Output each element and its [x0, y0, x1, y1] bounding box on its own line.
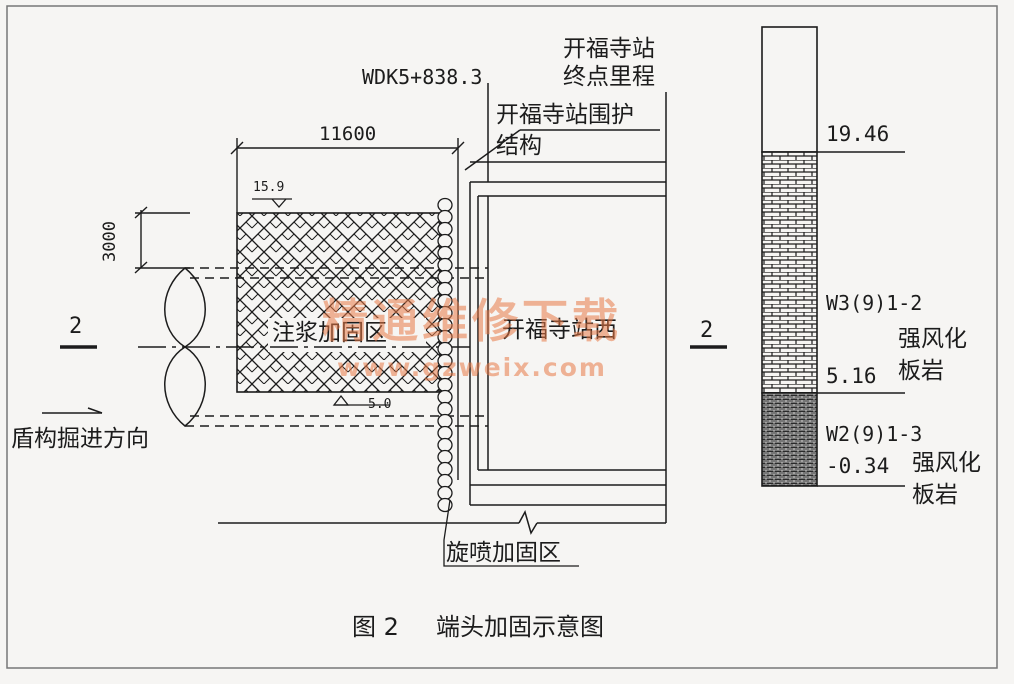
dimension-11600-label: 11600: [319, 123, 377, 145]
station-end-mileage-line1: 开福寺站: [563, 36, 655, 62]
retaining-structure-line2: 结构: [496, 133, 542, 159]
elevation-marker-top: [252, 198, 292, 208]
geology-layer1-name-line2: 板岩: [898, 358, 944, 384]
ground-line: [218, 510, 666, 535]
dimension-3000: [134, 206, 190, 274]
jet-grout-pile: [437, 473, 453, 489]
jet-grout-pile: [437, 209, 453, 225]
jet-grout-pile: [437, 425, 453, 441]
geology-layer1-bottom: 5.16: [826, 364, 877, 388]
jet-grout-pile: [437, 233, 453, 249]
jet-grout-pile: [437, 221, 453, 237]
geology-layer2-name-line1: 强风化: [912, 450, 981, 476]
jet-grout-label: 旋喷加固区: [446, 540, 561, 566]
elevation-marker-bottom: [332, 394, 390, 406]
bottom-elevation-label: 5.0: [368, 397, 392, 412]
jet-grout-pile: [437, 437, 453, 453]
jet-grout-pile: [437, 413, 453, 429]
retaining-structure-line1: 开福寺站围护: [496, 102, 634, 128]
geology-layer2-bottom: -0.34: [826, 454, 890, 478]
station-mileage: WDK5+838.3: [362, 65, 483, 89]
station-structure: [464, 83, 667, 523]
dimension-3000-label: 3000: [100, 221, 120, 262]
geology-layer2-name-line2: 板岩: [912, 482, 958, 508]
jet-grout-pile: [437, 245, 453, 261]
jet-grout-pile: [437, 269, 453, 285]
jet-grout-pile: [437, 461, 453, 477]
page-frame: [6, 5, 998, 669]
jet-grout-pile: [437, 389, 453, 405]
section-mark-right: 2: [700, 318, 714, 343]
jet-grout-pile: [437, 197, 453, 213]
jet-grout-pile-column: [437, 197, 453, 513]
figure-number: 图 2: [352, 613, 399, 641]
watermark-url: www.gzweix.com: [337, 353, 607, 382]
section-mark-left: 2: [69, 314, 83, 339]
watermark-title: 精通维修下载: [322, 294, 622, 348]
station-end-mileage-line2: 终点里程: [563, 64, 655, 90]
grout-zone-hatch: [236, 212, 441, 393]
geology-layer1-code: W3(9)1-2: [826, 291, 923, 315]
tunnel-direction-label: 盾构掘进方向: [11, 426, 149, 452]
geology-layer1-name-line1: 强风化: [898, 326, 967, 352]
jet-grout-pile: [437, 401, 453, 417]
geology-layer2-code: W2(9)1-3: [826, 422, 923, 446]
jet-grout-pile: [437, 257, 453, 273]
geology-top-elevation: 19.46: [826, 122, 890, 146]
top-elevation-label: 15.9: [253, 180, 285, 195]
station-west-label: 开福寺站西: [502, 317, 617, 343]
grout-zone-label: 注浆加固区: [272, 320, 387, 346]
figure-title: 端头加固示意图: [436, 613, 604, 641]
jet-grout-pile: [437, 485, 453, 501]
dimension-11600: [230, 138, 465, 480]
jet-grout-leader: [443, 499, 579, 567]
geology-column: [761, 26, 905, 487]
jet-grout-pile: [437, 449, 453, 465]
tunnel-direction-arrow: [42, 407, 103, 414]
